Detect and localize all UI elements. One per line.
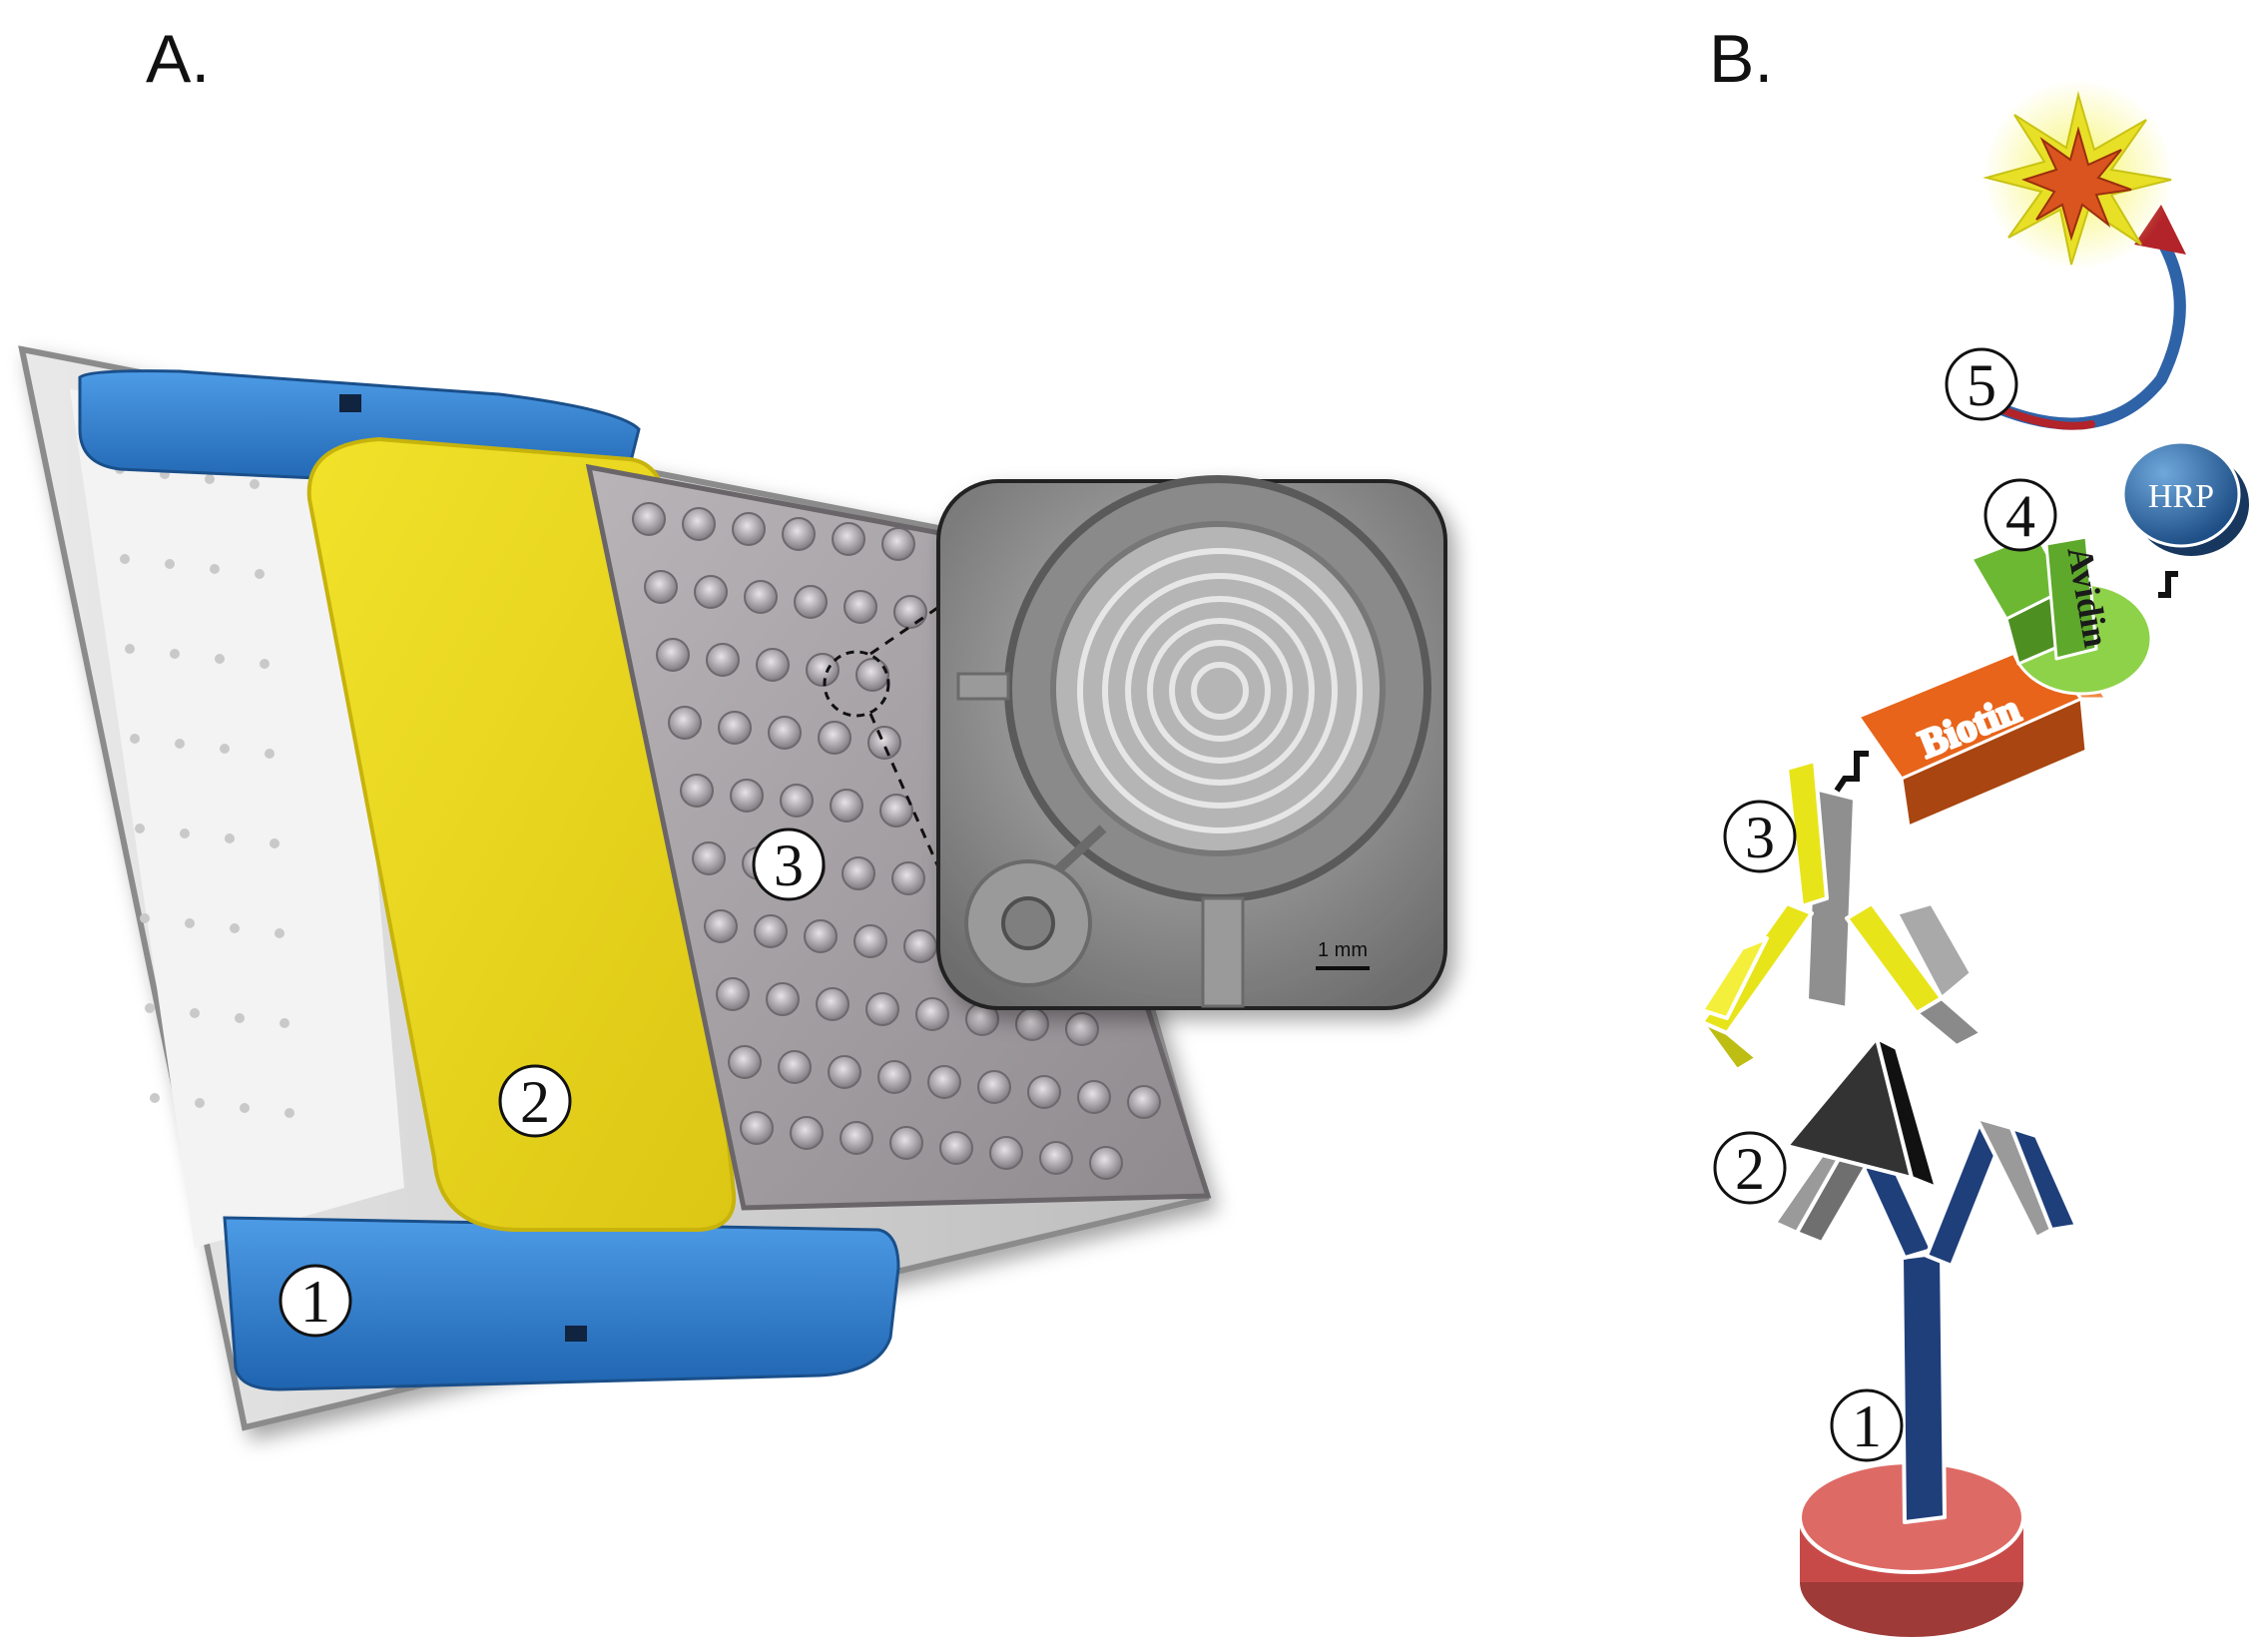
- svg-text:2: 2: [520, 1069, 550, 1135]
- svg-text:5: 5: [1967, 352, 1996, 418]
- zoom-line-bottom: [868, 713, 945, 879]
- microplate: [585, 463, 1212, 1211]
- antigen-triangle: [1785, 1036, 1939, 1190]
- callout-a-1: 1: [279, 1264, 352, 1338]
- svg-text:4: 4: [2005, 483, 2035, 549]
- biotin-block: Biotin: [1857, 642, 2108, 828]
- hrp-enzyme: HRP: [2121, 440, 2249, 556]
- panel-a-device: 1 mm 1 2 3: [18, 345, 1447, 1431]
- callout-b-1: 1: [1830, 1388, 1904, 1462]
- callout-b-5: 5: [1945, 347, 2018, 421]
- callout-b-3: 3: [1723, 800, 1797, 873]
- panel-b-schematic: Biotin Avidin HRP: [1700, 80, 2249, 1637]
- detection-antibody: [1700, 759, 1983, 1072]
- panel-a-label: A.: [146, 21, 210, 97]
- bottom-blue-clamp: [223, 1216, 900, 1391]
- callout-a-3: 3: [752, 827, 826, 901]
- well-micrograph-inset: 1 mm: [936, 475, 1447, 1010]
- svg-text:1: 1: [1852, 1393, 1882, 1459]
- callout-b-4: 4: [1983, 478, 2057, 552]
- svg-text:3: 3: [774, 832, 804, 898]
- hrp-label: HRP: [2148, 478, 2214, 515]
- callout-a-2: 2: [498, 1064, 572, 1138]
- svg-text:1: 1: [300, 1269, 330, 1335]
- linker-avidin-hrp: [2158, 571, 2178, 598]
- zoom-line-top: [869, 602, 944, 656]
- svg-text:3: 3: [1745, 805, 1775, 870]
- panel-b-label: B.: [1709, 21, 1773, 97]
- svg-text:2: 2: [1735, 1136, 1765, 1202]
- top-clamp-notch: [339, 394, 361, 412]
- linker-antibody-biotin: [1834, 751, 1869, 793]
- capture-antibody: [1773, 1106, 2078, 1524]
- avidin-block: Avidin: [1970, 532, 2153, 696]
- signal-arrowhead: [2134, 205, 2186, 255]
- callout-b-2: 2: [1713, 1131, 1787, 1205]
- signal-burst: [1982, 80, 2173, 270]
- magnified-well-marker: [823, 650, 890, 718]
- signal-arrow-tail: [1997, 405, 2095, 430]
- chip-dots: [115, 464, 294, 1118]
- scale-bar-label: 1 mm: [1318, 939, 1368, 961]
- device-chip-surface: [70, 389, 404, 1248]
- bottom-clamp-notch: [565, 1326, 587, 1342]
